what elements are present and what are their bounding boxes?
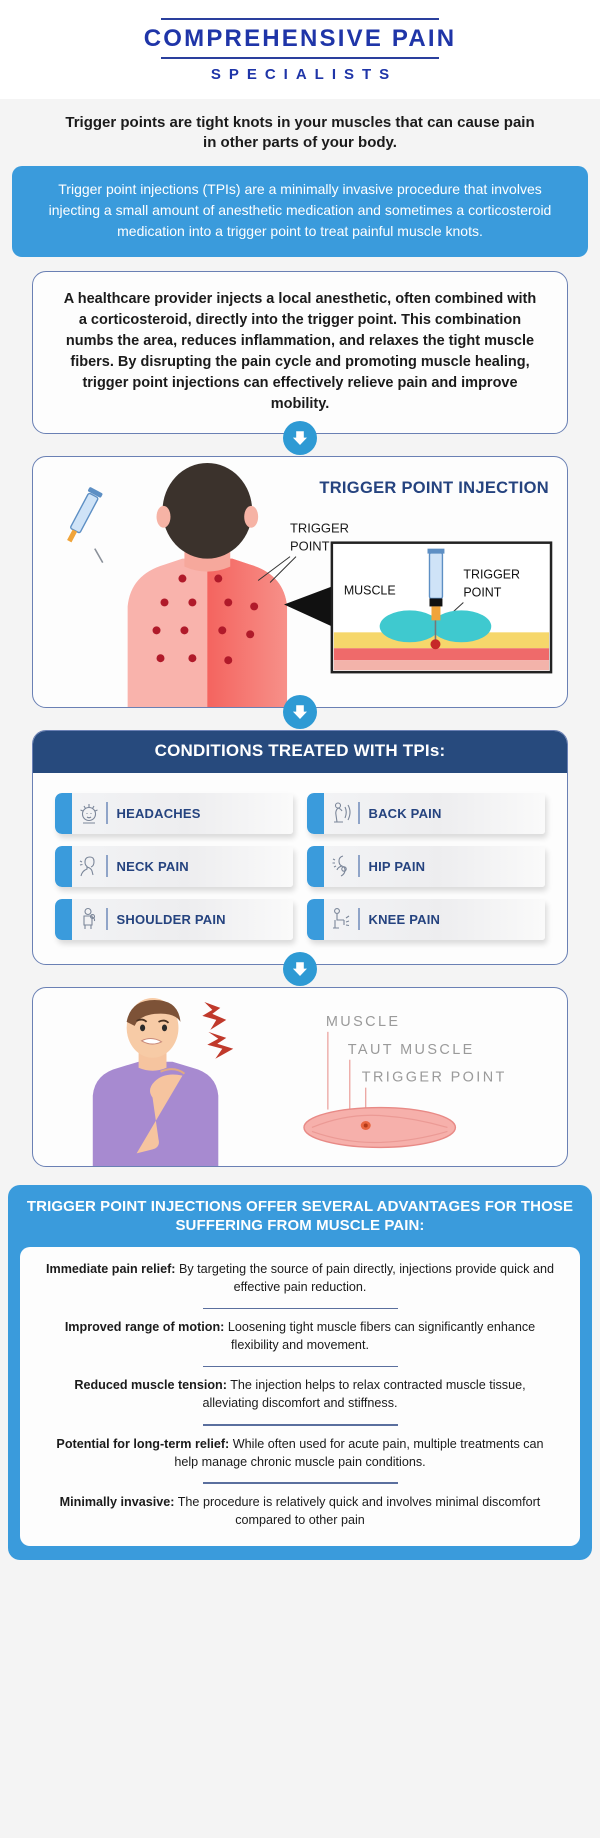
conditions-header: CONDITIONS TREATED WITH TPIs: [33,730,567,773]
inset-muscle-label: MUSCLE [344,583,396,597]
accent-bar [55,792,72,834]
advantage-divider [202,1307,398,1310]
condition-label: HIP PAIN [368,858,426,874]
advantage-text: By targeting the source of pain directly… [175,1261,554,1294]
down-arrow-icon [283,951,317,986]
knee-pain-icon [324,907,358,931]
conditions-grid: HEADACHES BACK PAIN [33,773,567,964]
advantage-divider [202,1424,398,1426]
brand-rule-top [161,18,439,20]
condition-item-back-pain[interactable]: BACK PAIN [307,792,545,834]
condition-item-knee-pain[interactable]: KNEE PAIN [307,898,545,940]
injection-illustration-card: TRIGGER POINT INJECTION [32,455,568,708]
accent-bar [55,845,72,887]
conditions-card: CONDITIONS TREATED WITH TPIs: HEADACHES [32,729,568,965]
headache-icon [72,801,106,825]
divider [106,802,108,825]
advantage-item: Potential for long-term relief: While of… [46,1436,554,1472]
divider [358,908,360,931]
advantage-divider [202,1365,398,1368]
condition-item-headaches[interactable]: HEADACHES [55,792,293,834]
arrow-connector-3 [0,951,600,986]
advantage-item: Immediate pain relief: By targeting the … [46,1261,554,1297]
divider [358,855,360,878]
trigger-point-label: TRIGGER POINT [362,1069,507,1085]
brand-rule-bottom [161,57,439,59]
arrow-connector-1 [0,420,600,455]
hip-pain-icon [324,854,358,878]
trigger-point-label-line1: TRIGGER [290,520,349,535]
advantage-divider [202,1482,398,1484]
divider [106,855,108,878]
inset-trigger-label-line2: POINT [463,585,501,599]
advantage-text: While often used for acute pain, multipl… [174,1436,544,1469]
accent-bar [307,845,324,887]
back-pain-icon [324,801,358,825]
advantage-lead: Reduced muscle tension: [74,1378,227,1393]
advantages-list: Immediate pain relief: By targeting the … [20,1246,580,1546]
advantage-lead: Minimally invasive: [59,1494,175,1509]
arrow-connector-2 [0,694,600,729]
condition-label: BACK PAIN [368,805,442,821]
muscle-diagram: MUSCLE TAUT MUSCLE TRIGGER POINT [92,997,507,1166]
taut-muscle-label: TAUT MUSCLE [348,1041,475,1057]
condition-label: NECK PAIN [116,858,189,874]
advantages-title: TRIGGER POINT INJECTIONS OFFER SEVERAL A… [26,1197,574,1234]
advantage-lead: Potential for long-term relief: [56,1436,230,1451]
injection-title: TRIGGER POINT INJECTION [319,478,549,497]
brand-title: COMPREHENSIVE PAIN [143,25,457,52]
advantages-banner: TRIGGER POINT INJECTIONS OFFER SEVERAL A… [8,1184,592,1560]
advantage-text: The injection helps to relax contracted … [202,1378,526,1411]
tagline: Trigger points are tight knots in your m… [65,114,535,152]
down-arrow-icon [283,420,317,455]
advantage-text: The procedure is relatively quick and in… [174,1494,541,1527]
muscle-diagram-card: MUSCLE TAUT MUSCLE TRIGGER POINT [32,986,568,1167]
condition-label: KNEE PAIN [368,911,441,927]
advantage-item: Minimally invasive: The procedure is rel… [46,1494,554,1530]
inset-trigger-label-line1: TRIGGER [463,567,520,581]
condition-label: HEADACHES [116,805,201,821]
advantage-text: Loosening tight muscle fibers can signif… [224,1320,536,1353]
down-arrow-icon [283,694,317,729]
brand-header: COMPREHENSIVE PAIN SPECIALISTS [0,0,600,99]
divider [106,908,108,931]
shoulder-pain-icon [72,907,106,931]
syringe-icon [67,486,104,563]
muscle-label: MUSCLE [326,1013,401,1029]
advantage-item: Reduced muscle tension: The injection he… [46,1377,554,1413]
accent-bar [55,898,72,940]
advantage-lead: Improved range of motion: [64,1320,225,1335]
brand-subtitle: SPECIALISTS [210,66,398,83]
divider [358,802,360,825]
condition-item-hip-pain[interactable]: HIP PAIN [307,845,545,887]
man-shoulder-pain-illustration [92,997,234,1166]
description-card: A healthcare provider injects a local an… [32,270,568,434]
condition-item-neck-pain[interactable]: NECK PAIN [55,845,293,887]
trigger-point-label-line2: POINT [290,538,330,553]
condition-item-shoulder-pain[interactable]: SHOULDER PAIN [55,898,293,940]
injection-illustration: TRIGGER POINT MUSCLE TRIGGER POINT [67,462,553,707]
condition-label: SHOULDER PAIN [116,911,226,927]
accent-bar [307,898,324,940]
advantage-lead: Immediate pain relief: [46,1261,176,1276]
accent-bar [307,792,324,834]
advantage-item: Improved range of motion: Loosening tigh… [46,1319,554,1355]
intro-banner: Trigger point injections (TPIs) are a mi… [12,165,588,257]
neck-pain-icon [72,854,106,878]
